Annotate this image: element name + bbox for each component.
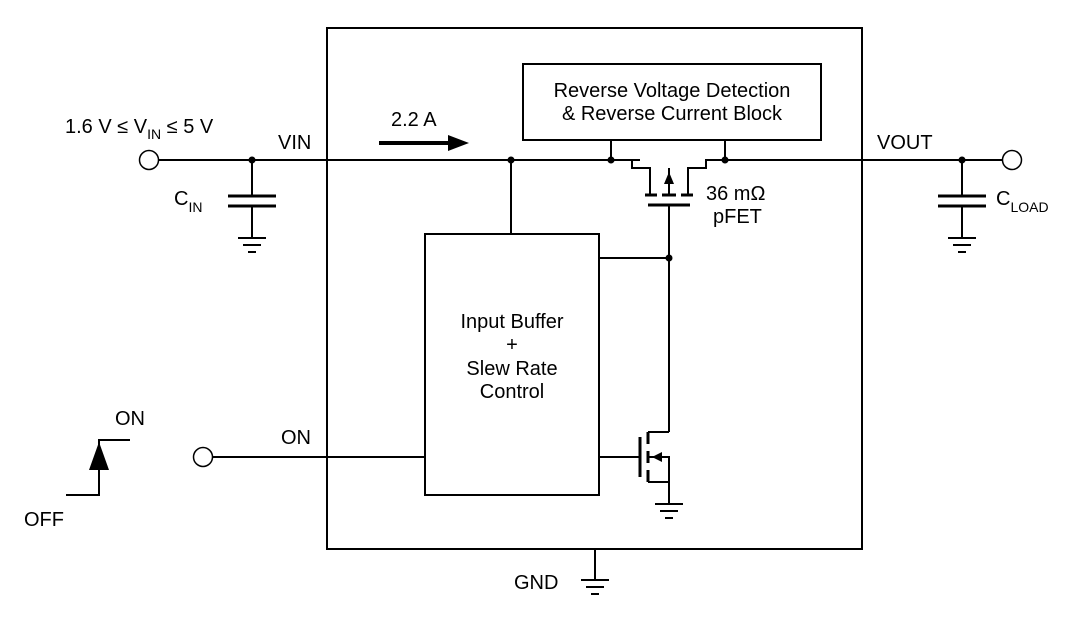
pfet-rds-label: 36 mΩ [706,183,765,205]
nfet-ground-icon [655,503,683,519]
toggle-off-label: OFF [24,509,64,531]
gnd-ground-icon [581,579,609,595]
vin-label: VIN [278,132,311,154]
current-arrow-head [448,135,469,151]
vout-terminal [1001,149,1023,171]
toggle-on-label: ON [115,408,145,430]
onoff-step-arrow-icon [89,442,109,470]
on-terminal [192,446,214,468]
pfet-body-arrow-icon [664,172,674,184]
reverse-voltage-detection-block [522,63,822,141]
vin-range-label: 1.6 V ≤ VIN ≤ 5 V [65,116,214,142]
cload-label: CLOAD [996,188,1049,215]
gnd-label: GND [514,572,558,594]
cload-ground-icon [948,237,976,253]
nfet-source-wire [648,481,670,503]
on-pin-label: ON [281,427,311,449]
rvd-label-line2: & Reverse Current Block [562,103,783,125]
current-label: 2.2 A [391,109,437,131]
buffer-label-line4: Control [480,381,544,403]
buffer-label-line1: Input Buffer [460,311,563,333]
vout-label: VOUT [877,132,933,154]
vin-terminal [138,149,160,171]
cin-ground-icon [238,237,266,253]
buffer-label-line3: Slew Rate [466,358,557,380]
nfet-body-arrow-icon [652,452,662,462]
pfet-type-label: pFET [713,206,762,228]
cin-capacitor-plates [228,194,276,208]
cload-capacitor-plates [938,194,986,208]
gate-node-dot [665,254,673,262]
pfet-source-wire [611,159,651,195]
cin-label: CIN [174,188,202,215]
pfet-drain-wire [687,159,725,195]
rvd-label-line1: Reverse Voltage Detection [554,80,791,102]
nfet-body-wire [648,456,670,482]
buffer-label-line2: + [506,334,518,356]
